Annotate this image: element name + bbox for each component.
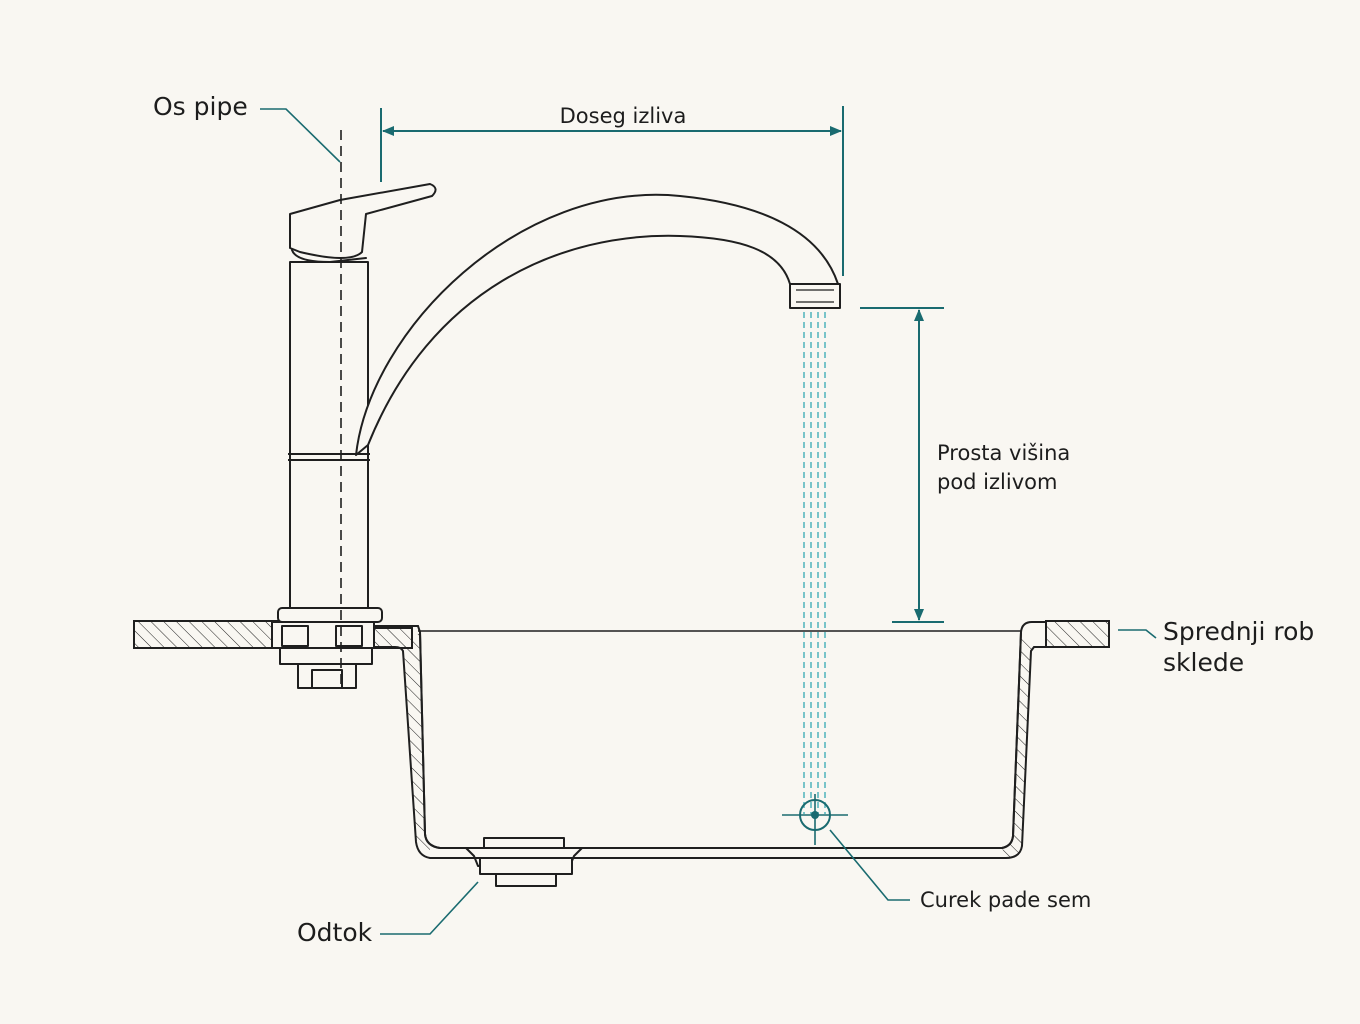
faucet-mount: [271, 621, 375, 689]
water-stream: [803, 312, 826, 814]
label-front-edge-line1: Sprednji rob: [1163, 617, 1314, 646]
label-clearance-line2: pod izlivom: [937, 470, 1057, 494]
clearance-dimension: [860, 307, 944, 623]
sink-basin: [355, 621, 1047, 859]
label-clearance-line1: Prosta višina: [937, 441, 1070, 465]
leader-stream: [829, 829, 910, 901]
countertop-right: [1045, 620, 1110, 648]
leader-axis: [260, 108, 341, 163]
drain-fitting: [465, 837, 583, 887]
leader-drain: [380, 881, 479, 935]
stream-target-marker: [782, 794, 848, 845]
faucet: [277, 183, 841, 623]
label-spout-reach: Doseg izliva: [560, 104, 687, 128]
label-faucet-axis: Os pipe: [153, 92, 248, 121]
label-drain: Odtok: [297, 918, 373, 947]
label-stream-lands: Curek pade sem: [920, 888, 1091, 912]
reach-dimension: [380, 106, 844, 276]
leader-lines: [260, 108, 1157, 935]
label-front-edge-line2: sklede: [1163, 648, 1244, 677]
leader-front-edge: [1118, 629, 1157, 639]
